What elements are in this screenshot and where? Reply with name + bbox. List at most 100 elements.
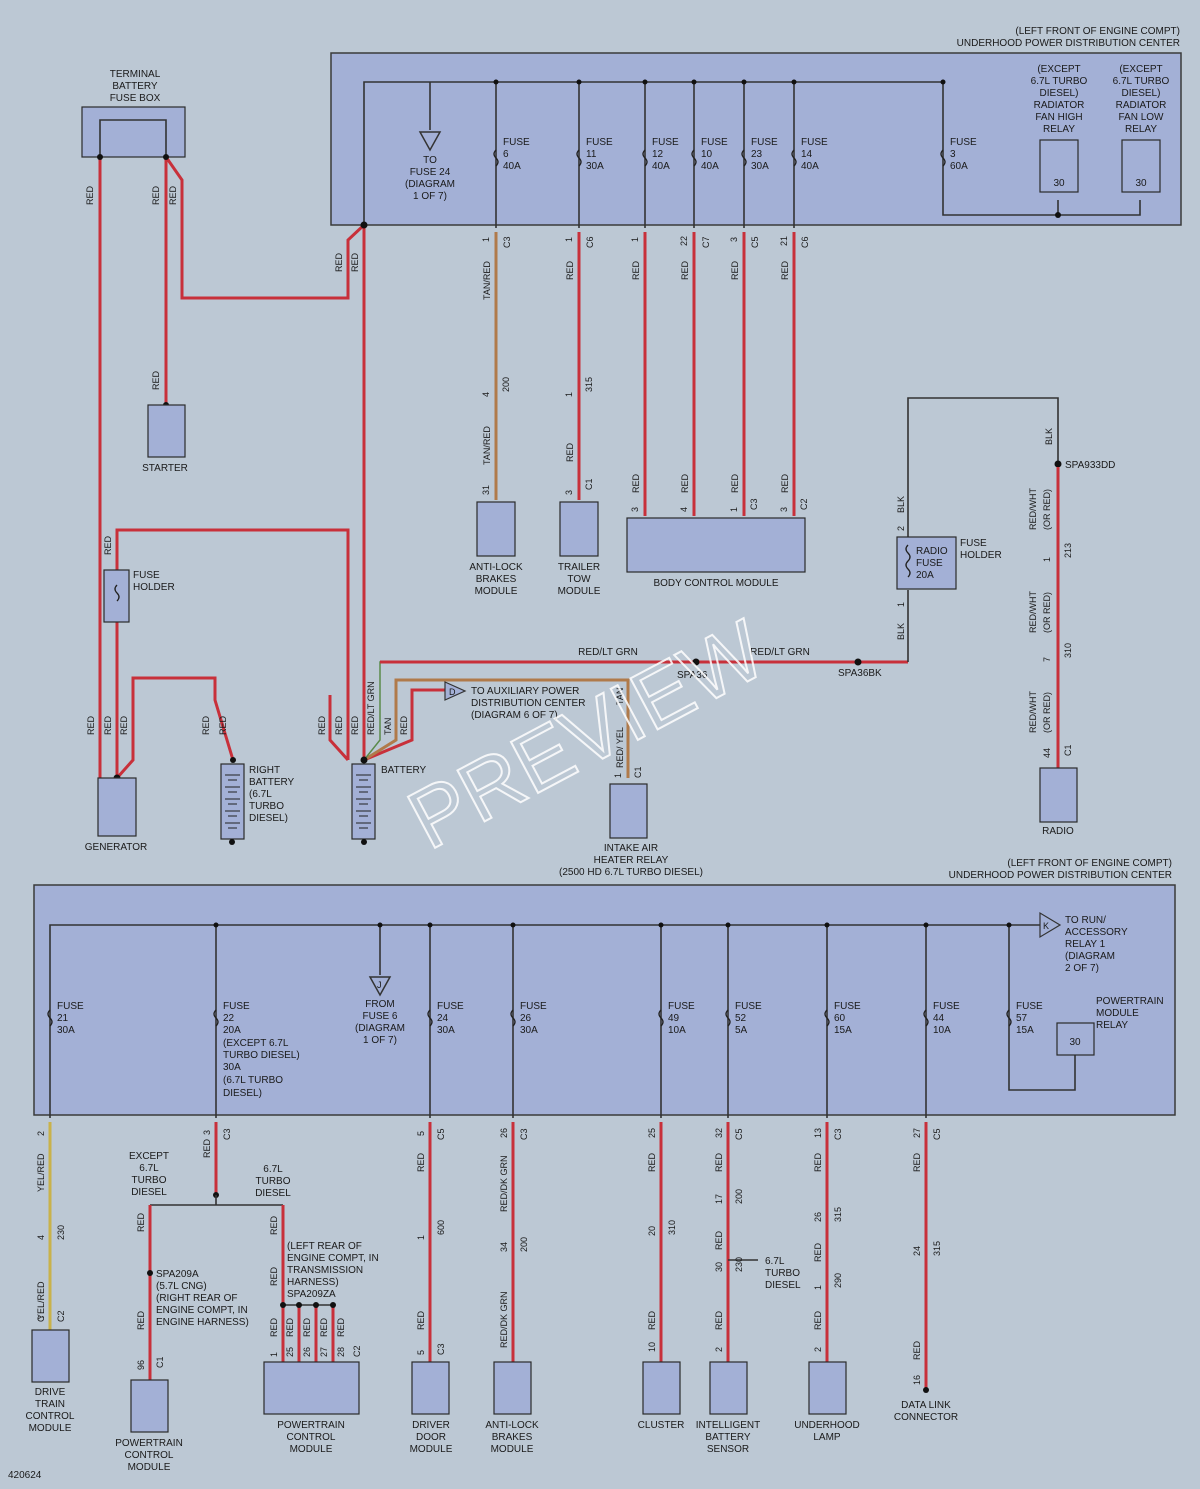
svg-text:1: 1 <box>416 1235 426 1240</box>
svg-text:MODULE: MODULE <box>410 1444 453 1455</box>
svg-text:12: 12 <box>652 149 664 160</box>
svg-text:14: 14 <box>801 149 813 160</box>
radio-fuse-pin1: 1 <box>896 602 906 607</box>
svg-text:290: 290 <box>833 1273 843 1288</box>
svg-text:TRAILER: TRAILER <box>558 562 600 573</box>
svg-text:6.7L: 6.7L <box>765 1256 785 1267</box>
svg-text:24: 24 <box>437 1013 449 1024</box>
svg-text:96: 96 <box>136 1360 146 1370</box>
svg-text:RED: RED <box>201 715 211 735</box>
svg-text:RED: RED <box>350 252 360 272</box>
intake-air-heater-relay <box>609 783 648 839</box>
svg-text:6.7L TURBO: 6.7L TURBO <box>1031 76 1088 87</box>
to-run-label: TO RUN/ACCESSORY RELAY 1(DIAGRAM 2 OF 7) <box>1065 915 1128 974</box>
svg-text:RED/WHT: RED/WHT <box>1028 591 1038 633</box>
spa209a-dot <box>147 1270 153 1276</box>
svg-text:RED: RED <box>85 185 95 205</box>
svg-text:BRAKES: BRAKES <box>476 574 517 585</box>
svg-text:600: 600 <box>436 1220 446 1235</box>
svg-text:C3: C3 <box>222 1128 232 1140</box>
svg-text:RADIATOR: RADIATOR <box>1116 100 1167 111</box>
svg-text:RADIATOR: RADIATOR <box>1034 100 1085 111</box>
svg-text:DIESEL): DIESEL) <box>249 813 288 824</box>
svg-text:4: 4 <box>481 392 491 397</box>
svg-text:C3: C3 <box>502 236 512 248</box>
svg-text:(DIAGRAM 6 OF 7): (DIAGRAM 6 OF 7) <box>471 710 558 721</box>
svg-text:6.7L: 6.7L <box>139 1163 159 1174</box>
svg-text:EXCEPT: EXCEPT <box>129 1151 169 1162</box>
fuse-holder-label-2: HOLDER <box>133 582 175 593</box>
svg-text:RED: RED <box>119 715 129 735</box>
radio-fuse-pin2: 2 <box>896 526 906 531</box>
svg-text:RED: RED <box>730 260 740 280</box>
svg-text:21: 21 <box>779 236 789 246</box>
to-fuse24-label: TO FUSE 24 (DIAGRAM 1 OF 7) <box>405 155 455 202</box>
svg-text:RELAY: RELAY <box>1096 1020 1128 1031</box>
svg-text:5: 5 <box>416 1131 426 1136</box>
svg-text:15A: 15A <box>1016 1025 1034 1036</box>
svg-text:MODULE: MODULE <box>475 586 518 597</box>
anti-lock-brakes-module-bottom <box>493 1361 532 1415</box>
bottom-fuse-symbols <box>47 1009 1012 1027</box>
bottom-bus-dots <box>213 922 1012 928</box>
svg-text:(DIAGRAM: (DIAGRAM <box>355 1023 405 1034</box>
intake-conn: C1 <box>633 766 643 778</box>
svg-text:15A: 15A <box>834 1025 852 1036</box>
svg-text:57: 57 <box>1016 1013 1028 1024</box>
svg-text:POWERTRAIN: POWERTRAIN <box>277 1420 345 1431</box>
svg-text:MODULE: MODULE <box>558 586 601 597</box>
svg-text:RED/DK GRN: RED/DK GRN <box>499 1291 509 1348</box>
svg-text:26: 26 <box>520 1013 532 1024</box>
svg-text:DIESEL): DIESEL) <box>223 1088 262 1099</box>
svg-text:RED: RED <box>285 1317 295 1337</box>
radio-fuse-holder-label-2: HOLDER <box>960 550 1002 561</box>
svg-text:FUSE: FUSE <box>735 1001 762 1012</box>
svg-text:RED: RED <box>136 1212 146 1232</box>
svg-text:1: 1 <box>813 1285 823 1290</box>
svg-text:30A: 30A <box>57 1025 75 1036</box>
svg-text:21: 21 <box>57 1013 69 1024</box>
svg-text:TO RUN/: TO RUN/ <box>1065 915 1106 926</box>
svg-text:FUSE: FUSE <box>503 137 530 148</box>
svg-text:60: 60 <box>834 1013 846 1024</box>
svg-text:10: 10 <box>647 1342 657 1352</box>
svg-text:200: 200 <box>501 377 511 392</box>
svg-text:20: 20 <box>647 1226 657 1236</box>
preview-watermark: PREVIEW <box>393 602 779 867</box>
svg-text:TRANSMISSION: TRANSMISSION <box>287 1265 363 1276</box>
svg-text:RIGHT: RIGHT <box>249 765 280 776</box>
starter-label: STARTER <box>142 463 188 474</box>
aux-pdc-arrow <box>444 681 467 701</box>
svg-text:TERMINAL: TERMINAL <box>110 69 161 80</box>
svg-text:C1: C1 <box>1063 744 1073 756</box>
battery-ground <box>361 839 367 845</box>
spa209za-dots <box>280 1302 336 1308</box>
svg-text:200: 200 <box>734 1189 744 1204</box>
terminal-fuse-link <box>99 119 167 157</box>
right-battery-junction <box>230 757 236 763</box>
bottom-wire-labels: YEL/RED YEL/RED RED RED RED RED RED RED … <box>36 1138 922 1360</box>
underhood-lamp <box>808 1361 847 1415</box>
svg-text:RED: RED <box>336 1317 346 1337</box>
svg-text:SPA209A: SPA209A <box>156 1269 199 1280</box>
body-control-module <box>626 517 806 573</box>
svg-text:(EXCEPT: (EXCEPT <box>1119 64 1162 75</box>
svg-text:LAMP: LAMP <box>813 1432 841 1443</box>
svg-text:RED: RED <box>218 715 228 735</box>
svg-text:32: 32 <box>714 1128 724 1138</box>
svg-text:RED: RED <box>168 185 178 205</box>
svg-text:FUSE: FUSE <box>1016 1001 1043 1012</box>
svg-text:SPA209ZA: SPA209ZA <box>287 1289 336 1300</box>
to-run-letter: K <box>1043 921 1049 931</box>
svg-text:RED: RED <box>350 715 360 735</box>
svg-text:CONTROL: CONTROL <box>26 1411 75 1422</box>
svg-text:HEATER RELAY: HEATER RELAY <box>594 855 669 866</box>
bottom-pdc-box <box>33 884 1176 1116</box>
svg-text:28: 28 <box>336 1347 346 1357</box>
